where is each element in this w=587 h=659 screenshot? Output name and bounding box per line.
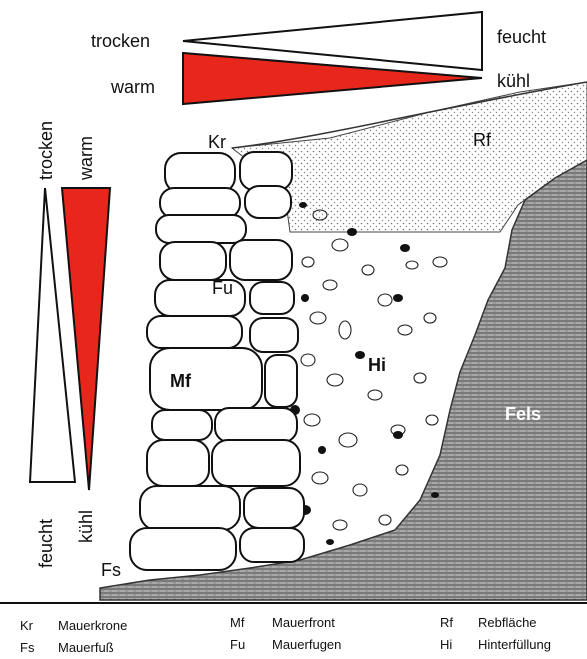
label-wall-crown: Kr xyxy=(208,132,226,152)
legend-abbr: Fu xyxy=(230,637,245,652)
side-scale-moist-label: feucht xyxy=(36,519,56,568)
side-scale-dry-label: trocken xyxy=(36,121,56,180)
top-scale-cool-label: kühl xyxy=(497,71,530,91)
legend-text: Mauerfugen xyxy=(272,637,341,652)
legend-abbr: Rf xyxy=(440,615,453,630)
dry-stone-wall xyxy=(130,152,304,570)
label-wall-front: Mf xyxy=(170,371,192,391)
top-scale-warm-label: warm xyxy=(110,77,155,97)
legend: Kr Mauerkrone Fs Mauerfuß Mf Mauerfront … xyxy=(20,615,551,655)
label-wall-foot: Fs xyxy=(101,560,121,580)
label-backfill: Hi xyxy=(368,355,386,375)
legend-text: Mauerkrone xyxy=(58,618,127,633)
side-scale-cool-label: kühl xyxy=(76,510,96,543)
legend-abbr: Kr xyxy=(20,618,34,633)
legend-text: Hinterfüllung xyxy=(478,637,551,652)
side-scale-warm-label: warm xyxy=(76,136,96,181)
label-vineyard: Rf xyxy=(473,130,492,150)
top-scale: trocken feucht warm kühl xyxy=(91,12,546,104)
legend-abbr: Fs xyxy=(20,640,35,655)
legend-text: Rebfläche xyxy=(478,615,537,630)
legend-text: Mauerfuß xyxy=(58,640,114,655)
top-scale-dry-label: trocken xyxy=(91,31,150,51)
legend-abbr: Hi xyxy=(440,637,452,652)
legend-abbr: Mf xyxy=(230,615,245,630)
legend-text: Mauerfront xyxy=(272,615,335,630)
label-wall-joints: Fu xyxy=(212,278,233,298)
side-scale: trocken warm feucht kühl xyxy=(30,121,110,568)
label-rock: Fels xyxy=(505,404,541,424)
top-scale-moist-label: feucht xyxy=(497,27,546,47)
